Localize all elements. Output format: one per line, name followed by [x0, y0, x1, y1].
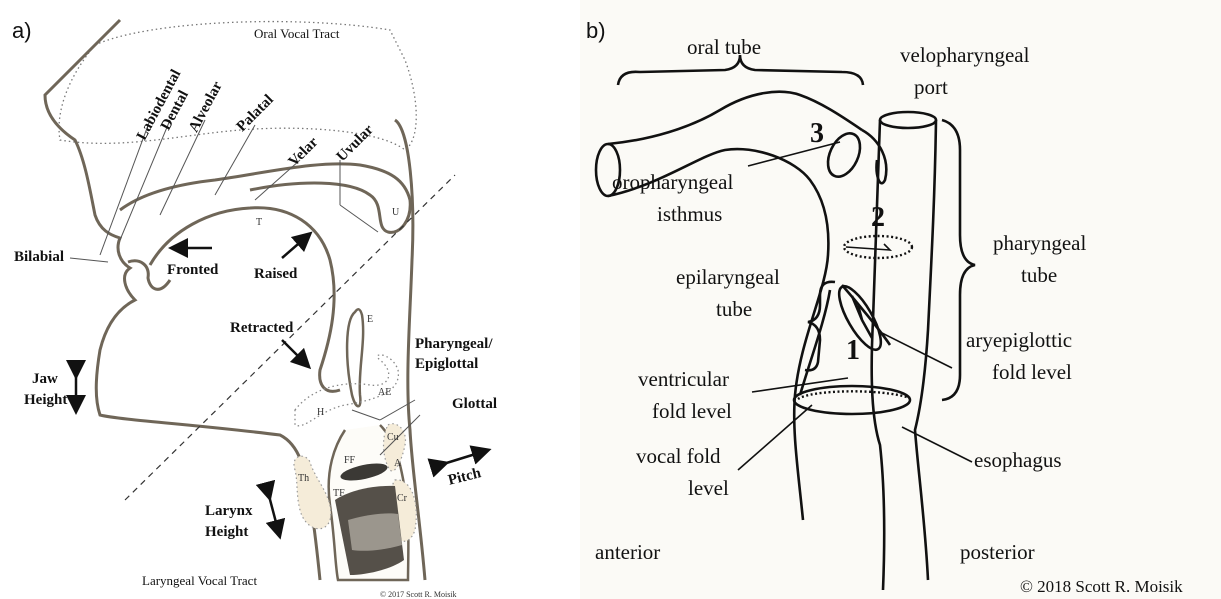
structure-u-label: U	[392, 208, 399, 218]
larynx-height-arrow	[268, 492, 278, 530]
oropharyngeal-label: oropharyngeal	[612, 171, 733, 194]
hard-palate	[120, 164, 410, 233]
number-1-label: 1	[846, 337, 860, 365]
ventricular-fold-level-label: fold level	[652, 400, 732, 423]
panel-a-vocal-tract-diagram: a) Oral Vocal Tract Laryngeal Vocal Trac…	[0, 0, 580, 599]
oral-tube-label: oral tube	[687, 36, 761, 59]
tube-model-drawing	[580, 0, 1221, 599]
oropharyngeal-isthmus-label: isthmus	[657, 203, 722, 226]
number-3-label: 3	[810, 120, 824, 148]
vocal-fold-level-label: level	[688, 477, 729, 500]
pharyngeal-tube-brace	[942, 120, 975, 400]
structure-t-label: T	[256, 218, 262, 228]
structure-e-label: E	[367, 315, 373, 325]
vocal-fold-label: vocal fold	[636, 445, 721, 468]
pharyngeal-tube-anterior-wall	[872, 120, 885, 590]
oral-vocal-tract-label: Oral Vocal Tract	[254, 27, 339, 40]
retracted-label: Retracted	[230, 321, 293, 336]
panel-b-letter: b)	[586, 20, 606, 42]
structure-ff-label: FF	[344, 456, 355, 466]
lower-lip	[128, 261, 170, 289]
pharyngeal-tube-label-2: tube	[1021, 264, 1057, 287]
pharyngeal-tube-posterior-wall	[915, 120, 936, 580]
aryepiglottic-label: aryepiglottic	[966, 329, 1072, 352]
panel-a-copyright: © 2017 Scott R. Moisik	[380, 591, 457, 599]
pitch-arrow	[440, 452, 482, 465]
raised-arrow	[282, 238, 305, 258]
raised-label: Raised	[254, 267, 297, 282]
anterior-label: anterior	[595, 541, 660, 564]
aryepiglottic-pointer	[882, 333, 952, 368]
retracted-arrow	[282, 340, 304, 362]
structure-a-label: A	[394, 459, 401, 469]
ventricular-pointer	[752, 378, 848, 392]
number-2-label: 2	[871, 204, 885, 232]
jaw-height-label: Height	[24, 393, 67, 408]
pharyngeal-label: Pharyngeal/	[415, 337, 493, 352]
panel-a-letter: a)	[12, 20, 32, 42]
velopharyngeal-port-ellipse	[880, 112, 936, 128]
velopharyngeal-port-label: port	[914, 76, 948, 99]
epilaryngeal-tube-label: tube	[716, 298, 752, 321]
level-2-arrow	[846, 244, 890, 250]
ventricular-label: ventricular	[638, 368, 729, 391]
laryngeal-vocal-tract-label: Laryngeal Vocal Tract	[142, 574, 257, 587]
larynx-height-label: Height	[205, 525, 248, 540]
glottal-label: Glottal	[452, 397, 497, 412]
pharyngeal-tube-label: pharyngeal	[993, 232, 1086, 255]
aryepiglottic-fold-level-label: fold level	[992, 361, 1072, 384]
thyroid-cartilage	[294, 456, 331, 529]
structure-tf-label: TF	[333, 489, 345, 499]
epilaryngeal-label: epilaryngeal	[676, 266, 780, 289]
panel-b-copyright: © 2018 Scott R. Moisik	[1020, 578, 1183, 595]
true-vocal-fold-highlight	[348, 513, 402, 550]
epiglottis	[347, 309, 363, 406]
posterior-label: posterior	[960, 541, 1035, 564]
ventricular-dotted-arc	[798, 391, 910, 399]
structure-cr-label: Cr	[397, 494, 407, 504]
panel-b-tube-diagram: b) oral tube velopharyngeal port orophar…	[580, 0, 1221, 599]
fronted-label: Fronted	[167, 263, 218, 278]
structure-th-label: Th	[298, 474, 309, 484]
vocal-fold-pointer	[738, 405, 812, 470]
esophagus-pointer	[902, 427, 972, 462]
vocal-tract-drawing	[0, 0, 580, 599]
place-pointer-lines	[70, 120, 420, 455]
velum-contour	[862, 130, 886, 183]
structure-h-label: H	[317, 408, 324, 418]
velopharyngeal-label: velopharyngeal	[900, 44, 1029, 67]
esophagus-label: esophagus	[974, 449, 1062, 472]
epiglottal-label: Epiglottal	[415, 357, 478, 372]
structure-cu-label: Cu	[387, 433, 399, 443]
tongue-outline	[150, 208, 340, 392]
oropharyngeal-pointer	[748, 142, 840, 166]
bilabial-label: Bilabial	[14, 250, 64, 265]
jaw-label: Jaw	[32, 372, 58, 387]
oropharyngeal-isthmus-ellipse	[822, 128, 867, 182]
structure-ae-label: AE	[378, 388, 391, 398]
larynx-label: Larynx	[205, 504, 253, 519]
oral-tube-brace	[618, 55, 863, 85]
